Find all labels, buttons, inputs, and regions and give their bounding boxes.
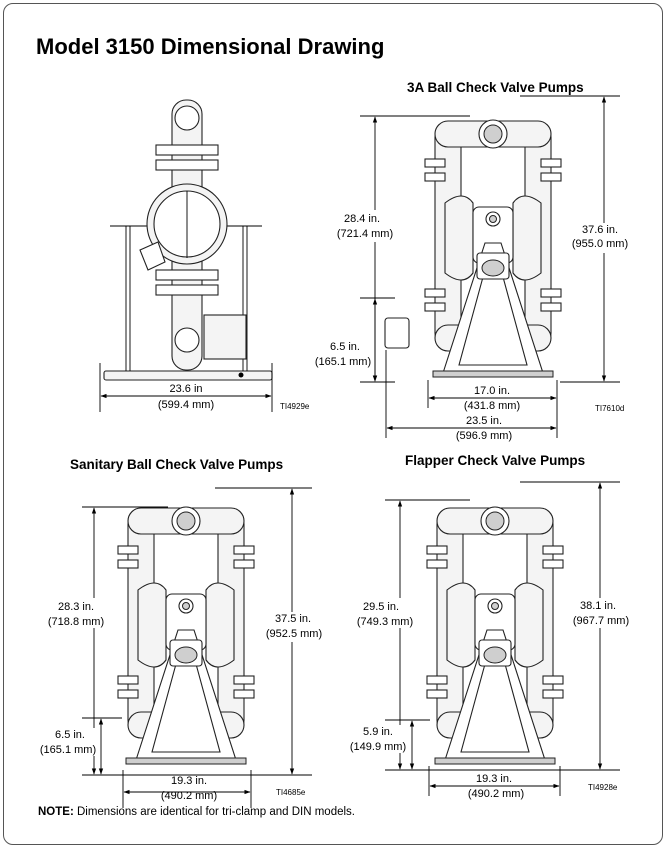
ball3a-height-in: 28.4 in. bbox=[344, 213, 380, 225]
sanitary-low-bg bbox=[38, 728, 98, 756]
flapper-low-in: 5.9 in. bbox=[363, 726, 393, 738]
flapper-base-in: 19.3 in. bbox=[476, 773, 512, 785]
ball3a-label-bg bbox=[336, 210, 392, 242]
sanitary-height-mm: (718.8 mm) bbox=[48, 616, 104, 628]
flapper-drawing-code: TI4928e bbox=[588, 783, 618, 792]
side-view-drawing bbox=[103, 99, 273, 381]
page-frame bbox=[3, 3, 663, 845]
sanitary-label-bg bbox=[48, 598, 106, 628]
sanitary-base-mm: (490.2 mm) bbox=[161, 790, 217, 802]
sanitary-total-in: 37.5 in. bbox=[275, 613, 311, 625]
footnote: NOTE: Dimensions are identical for tri-c… bbox=[38, 806, 355, 818]
ball3a-low-mm: (165.1 mm) bbox=[315, 356, 371, 368]
flapper-total-bg bbox=[570, 598, 634, 628]
flapper-height-mm: (749.3 mm) bbox=[357, 616, 413, 628]
ball3a-total-mm: (955.0 mm) bbox=[572, 238, 628, 250]
ball3a-width-mm: (596.9 mm) bbox=[456, 430, 512, 442]
flapper-pump-drawing bbox=[426, 506, 564, 765]
ball3a-base-in: 17.0 in. bbox=[474, 385, 510, 397]
ball3a-low-in: 6.5 in. bbox=[330, 341, 360, 353]
side-width-dimension bbox=[99, 363, 273, 412]
ball3a-pump-drawing bbox=[424, 119, 562, 378]
ball3a-base-mm: (431.8 mm) bbox=[464, 400, 520, 412]
sanitary-base-in: 19.3 in. bbox=[171, 775, 207, 787]
flapper-total-mm: (967.7 mm) bbox=[573, 615, 629, 627]
ball3a-height-mm: (721.4 mm) bbox=[337, 228, 393, 240]
flapper-low-mm: (149.9 mm) bbox=[350, 741, 406, 753]
ball3a-drawing-code: TI7610d bbox=[595, 404, 624, 413]
flapper-label-bg bbox=[356, 598, 416, 628]
ball3a-low-bg bbox=[315, 340, 373, 368]
flapper-low-bg bbox=[347, 725, 409, 753]
sanitary-total-bg bbox=[264, 612, 326, 642]
page-title: Model 3150 Dimensional Drawing bbox=[36, 34, 385, 59]
flapper-base-mm: (490.2 mm) bbox=[468, 788, 524, 800]
ball3a-total-in: 37.6 in. bbox=[582, 224, 618, 236]
side-width-in: 23.6 in bbox=[169, 383, 202, 395]
flapper-height-in: 29.5 in. bbox=[363, 601, 399, 613]
sanitary-low-in: 6.5 in. bbox=[55, 729, 85, 741]
section-title-sanitary: Sanitary Ball Check Valve Pumps bbox=[70, 457, 284, 472]
section-title-3a-ball: 3A Ball Check Valve Pumps bbox=[407, 80, 584, 95]
side-drawing-code: TI4929e bbox=[280, 402, 310, 411]
sanitary-drawing-code: TI4685e bbox=[276, 788, 306, 797]
ball3a-width-in: 23.5 in. bbox=[466, 415, 502, 427]
sanitary-pump-drawing bbox=[117, 506, 255, 765]
side-width-mm: (599.4 mm) bbox=[158, 399, 214, 411]
note-label: NOTE: bbox=[38, 806, 74, 818]
sanitary-height-in: 28.3 in. bbox=[58, 601, 94, 613]
section-title-flapper: Flapper Check Valve Pumps bbox=[405, 453, 586, 468]
sanitary-total-mm: (952.5 mm) bbox=[266, 628, 322, 640]
ball3a-total-bg bbox=[570, 223, 632, 253]
flapper-total-in: 38.1 in. bbox=[580, 600, 616, 612]
sanitary-low-mm: (165.1 mm) bbox=[40, 744, 96, 756]
ball3a-air-valve bbox=[384, 317, 410, 349]
note-text: Dimensions are identical for tri-clamp a… bbox=[73, 806, 355, 818]
